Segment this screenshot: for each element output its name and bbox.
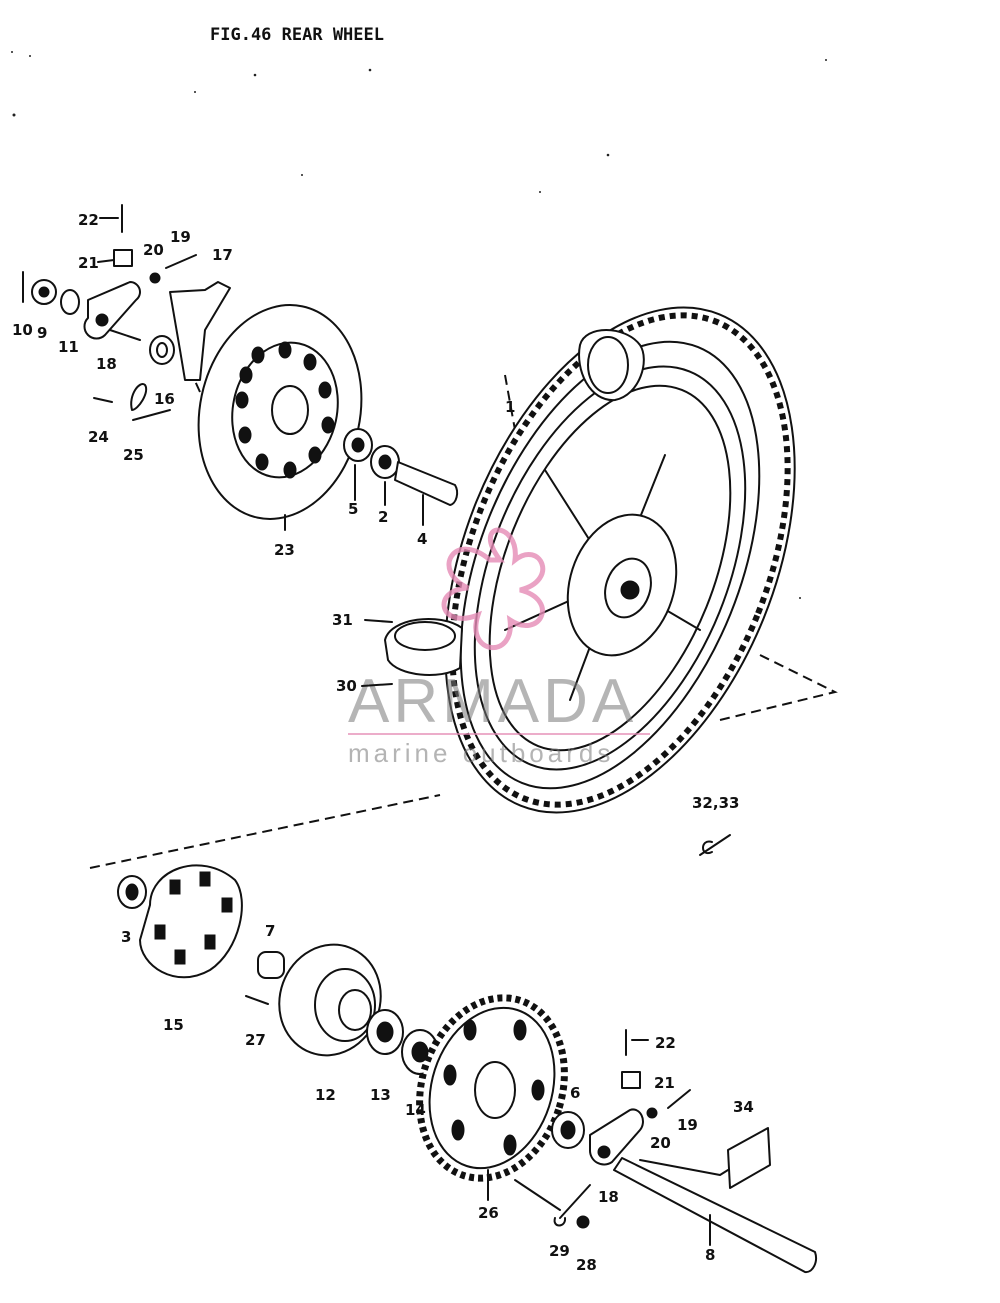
part-label: 21 bbox=[654, 1074, 675, 1092]
scan-speckles bbox=[11, 51, 827, 599]
part-label: 5 bbox=[348, 500, 358, 518]
part-label: 20 bbox=[143, 241, 164, 259]
part-label: 18 bbox=[96, 355, 117, 373]
part-label: 19 bbox=[170, 228, 191, 246]
brake-disc bbox=[197, 304, 363, 520]
part-label: 21 bbox=[78, 254, 99, 272]
watermark-flower-icon bbox=[441, 527, 546, 650]
part-label: 18 bbox=[598, 1188, 619, 1206]
chain-adjuster-left bbox=[22, 204, 231, 411]
part-label: 7 bbox=[265, 922, 275, 940]
part-label: 34 bbox=[733, 1098, 754, 1116]
part-label: 28 bbox=[576, 1256, 597, 1274]
axle-and-adjuster-right bbox=[551, 834, 817, 1274]
part-label: 22 bbox=[655, 1034, 676, 1052]
part-label: 8 bbox=[705, 1246, 715, 1264]
part-label: 22 bbox=[78, 211, 99, 229]
part-label: 25 bbox=[123, 446, 144, 464]
watermark-tagline: marine outboards bbox=[348, 738, 614, 768]
part-label: 24 bbox=[88, 428, 109, 446]
part-label: 26 bbox=[478, 1204, 499, 1222]
rear-wheel-assembly bbox=[384, 306, 796, 814]
part-label: 15 bbox=[163, 1016, 184, 1034]
part-label: 17 bbox=[212, 246, 233, 264]
part-label: 23 bbox=[274, 541, 295, 559]
part-label: 4 bbox=[417, 530, 427, 548]
bearings-and-spacer bbox=[343, 428, 459, 506]
part-label: 29 bbox=[549, 1242, 570, 1260]
sprocket-drum bbox=[245, 943, 439, 1075]
rear-sprocket bbox=[416, 994, 568, 1182]
part-label: 27 bbox=[245, 1031, 266, 1049]
part-label: 20 bbox=[650, 1134, 671, 1152]
part-label: 32,33 bbox=[692, 794, 739, 812]
watermark-brand: ARMADA bbox=[348, 667, 637, 736]
part-label: 30 bbox=[336, 677, 357, 695]
part-label: 19 bbox=[677, 1116, 698, 1134]
part-label: 1 bbox=[505, 398, 515, 416]
part-label: 10 bbox=[12, 321, 33, 339]
part-label: 31 bbox=[332, 611, 353, 629]
part-labels: 1 2 3 4 5 6 7 8 9 10 11 12 13 14 15 16 1… bbox=[12, 211, 754, 1274]
part-label: 12 bbox=[315, 1086, 336, 1104]
cush-drive-damper bbox=[117, 864, 243, 979]
leader-lines bbox=[97, 217, 711, 1246]
part-label: 11 bbox=[58, 338, 79, 356]
part-label: 9 bbox=[37, 324, 47, 342]
part-label: 3 bbox=[121, 928, 131, 946]
part-label: 14 bbox=[405, 1101, 426, 1119]
part-label: 2 bbox=[378, 508, 388, 526]
part-label: 16 bbox=[154, 390, 175, 408]
part-label: 13 bbox=[370, 1086, 391, 1104]
part-label: 6 bbox=[570, 1084, 580, 1102]
figure-title: FIG.46 REAR WHEEL bbox=[210, 25, 384, 45]
watermark: ARMADA marine outboards bbox=[348, 527, 650, 768]
